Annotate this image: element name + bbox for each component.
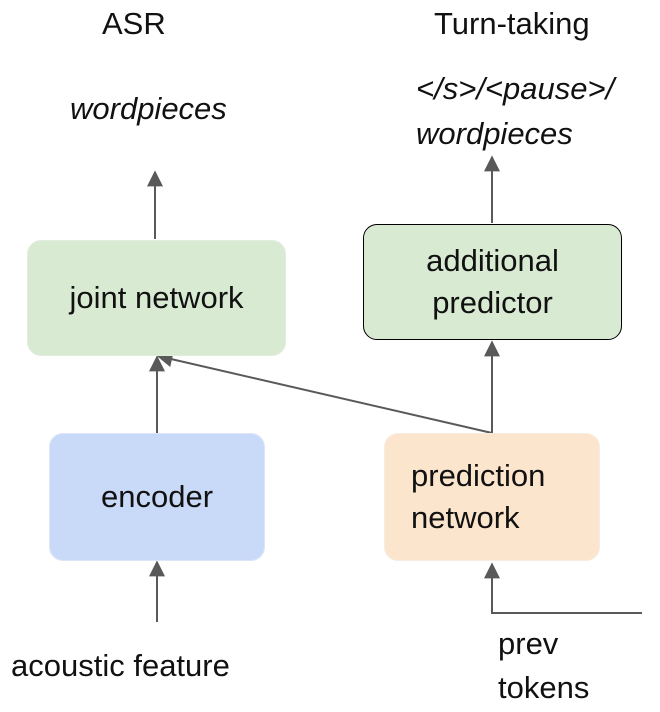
prediction-network-box: prediction network xyxy=(384,433,600,561)
additional-predictor-line2: predictor xyxy=(432,285,553,320)
encoder-label: encoder xyxy=(100,479,214,514)
additional-predictor-box: additional predictor xyxy=(363,224,622,340)
prediction-network-line1: prediction xyxy=(411,458,546,493)
acoustic-feature-label: acoustic feature xyxy=(11,648,230,683)
arrow-prev-tokens-to-prediction xyxy=(484,562,642,614)
joint-network-box: joint network xyxy=(27,240,286,356)
turn-output-line2: wordpieces xyxy=(416,116,573,151)
prev-tokens-line2: tokens xyxy=(498,670,590,705)
asr-output-label: wordpieces xyxy=(70,91,227,126)
arrow-prediction-to-joint xyxy=(156,351,493,434)
prediction-network-line2: network xyxy=(411,500,520,535)
turn-output-line1: </s>/<pause>/ xyxy=(416,71,615,106)
asr-header: ASR xyxy=(102,6,166,41)
encoder-box: encoder xyxy=(49,433,265,561)
joint-network-label: joint network xyxy=(69,280,244,315)
additional-predictor-line1: additional xyxy=(426,243,559,278)
turn-taking-header: Turn-taking xyxy=(434,6,590,41)
prev-tokens-line1: prev xyxy=(498,626,559,661)
